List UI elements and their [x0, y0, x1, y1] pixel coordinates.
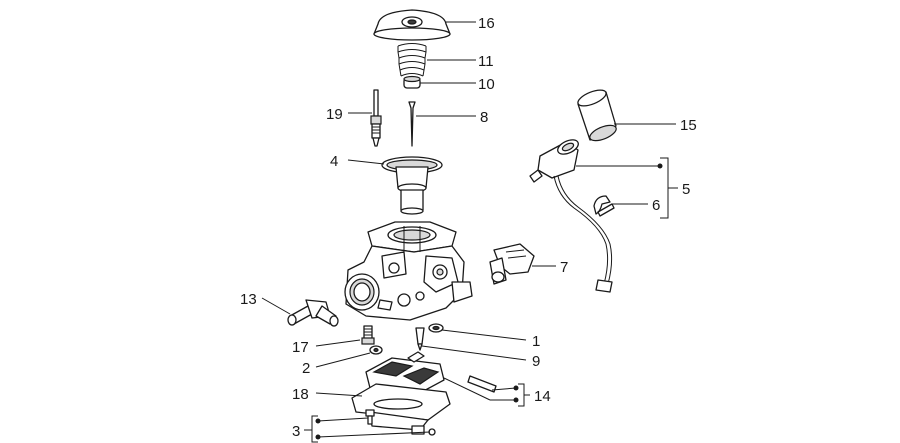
callout-18: 18: [292, 386, 309, 403]
part-15-choke-cap: [577, 89, 617, 142]
callout-10: 10: [478, 76, 495, 93]
part-16-cover: [373, 9, 451, 41]
part-9-float-needle: [415, 327, 425, 351]
part-13-fitting: [287, 299, 339, 327]
leader-lines: [261, 21, 676, 438]
callout-1: 1: [532, 333, 540, 350]
callout-17: 17: [292, 339, 309, 356]
part-7-sensor: [489, 243, 535, 285]
part-1-plug: [428, 323, 444, 333]
part-11-spring: [397, 43, 427, 77]
group-brackets: [304, 157, 678, 443]
part-4-diaphragm-slide: [381, 156, 443, 215]
part-18-float-bowl: [351, 383, 451, 435]
callout-8: 8: [480, 109, 488, 126]
callout-16: 16: [478, 15, 495, 32]
callout-15: 15: [680, 117, 697, 134]
callout-19: 19: [326, 106, 343, 123]
callout-11: 11: [478, 53, 494, 70]
callout-2: 2: [302, 360, 310, 377]
callout-3: 3: [292, 423, 300, 440]
callout-7: 7: [560, 259, 568, 276]
part-2-small-jet: [369, 345, 383, 355]
part-6-clamp: [593, 195, 615, 217]
callout-9: 9: [532, 353, 540, 370]
part-10-retainer: [403, 75, 421, 89]
part-19-jet: [370, 89, 382, 147]
callout-5: 5: [682, 181, 690, 198]
part-17-main-jet: [361, 325, 375, 345]
carburetor-body: [344, 221, 473, 321]
callout-6: 6: [652, 197, 660, 214]
part-5-starter-assembly: [529, 139, 613, 293]
callout-4: 4: [330, 153, 338, 170]
callout-labels: 16 11 10 8 19 4 15 5 6 7 13 17 2 18 3 1 …: [240, 15, 697, 440]
callout-14: 14: [534, 388, 551, 405]
callout-13: 13: [240, 291, 257, 308]
part-8-jet-needle: [408, 101, 416, 147]
